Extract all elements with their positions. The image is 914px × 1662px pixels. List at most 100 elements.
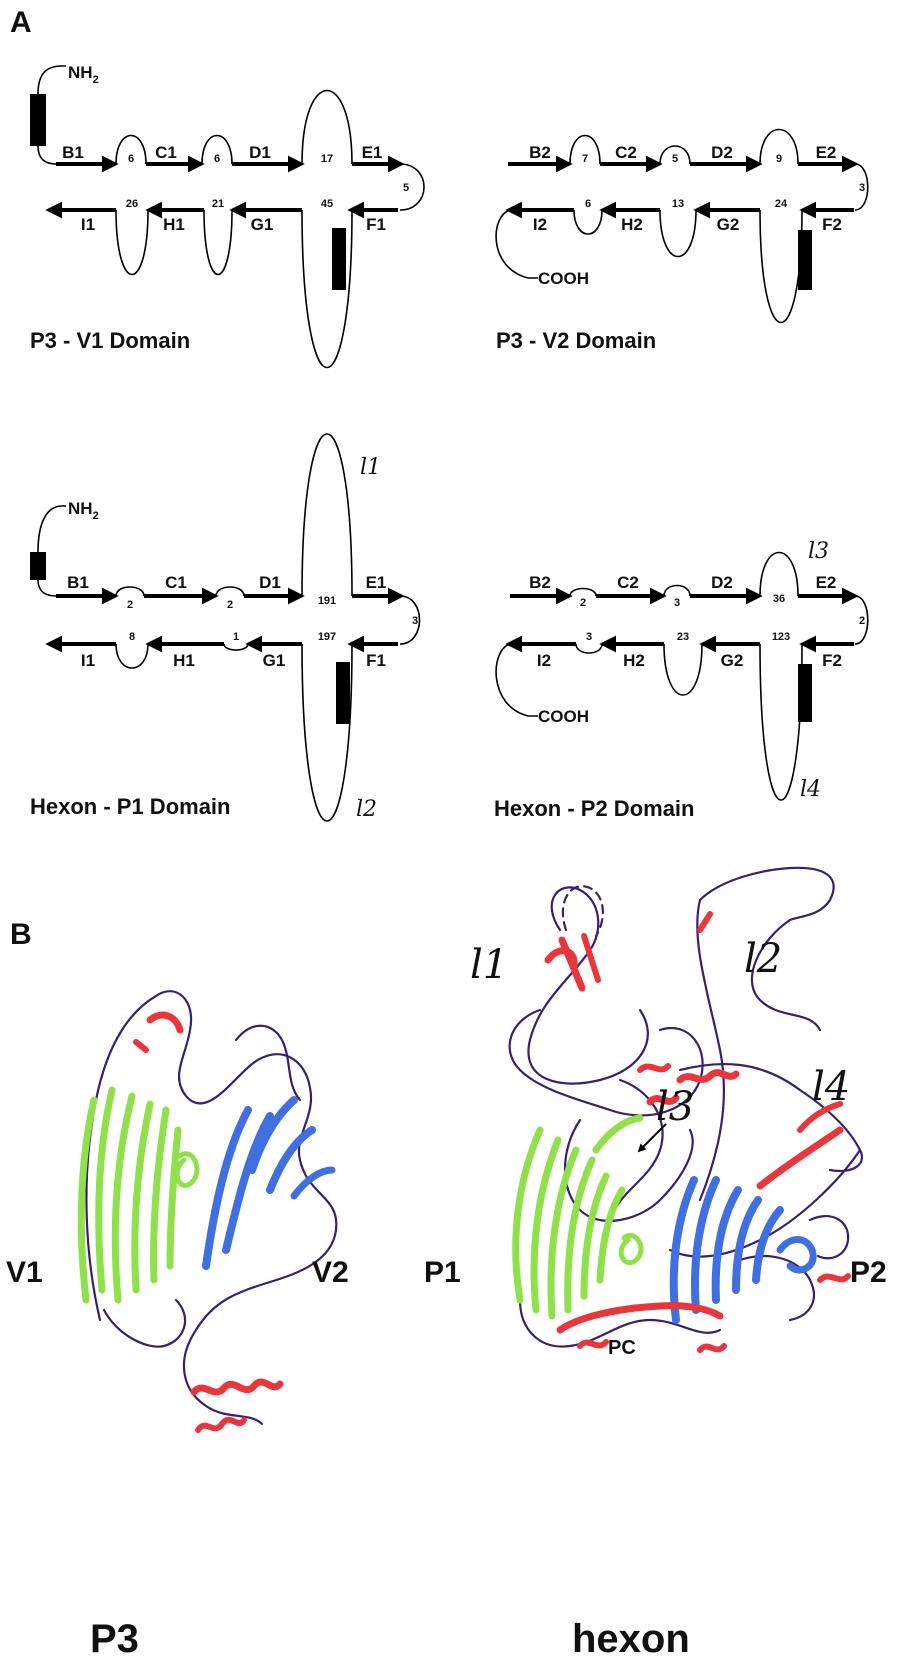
strand-label: G2 <box>721 651 744 670</box>
strand-label: E1 <box>366 573 387 592</box>
strand-label: G2 <box>717 215 740 234</box>
loop-length: 5 <box>672 153 678 165</box>
n-term-tail <box>37 505 66 553</box>
loop-hi <box>573 209 603 235</box>
topology-p3-v1: NH2 B1 C1 D1 E1 I1 H1 G1 F1 6 6 17 5 26 … <box>30 63 425 369</box>
caption-p3: P3 <box>90 1617 139 1661</box>
strand-label: I2 <box>537 651 551 670</box>
strand-label: F1 <box>366 215 386 234</box>
strand-label: F2 <box>822 215 842 234</box>
caption-hexon: hexon <box>572 1617 690 1661</box>
loop-length: 3 <box>586 631 592 643</box>
topology-p3-v2: B2 C2 D2 E2 I2 H2 G2 F2 7 5 9 3 6 13 24 … <box>495 128 869 353</box>
loop-gh <box>663 643 703 696</box>
loop-length: 5 <box>403 182 409 194</box>
strand-label: I1 <box>81 651 95 670</box>
loop-length: 21 <box>212 198 224 210</box>
loop-length: 3 <box>412 615 418 627</box>
v1-sheet <box>77 1086 200 1304</box>
loop-label-l4: l4 <box>800 777 821 802</box>
loop-length: 6 <box>214 153 220 165</box>
strand-label: C2 <box>615 143 637 162</box>
strand-label: E2 <box>816 143 837 162</box>
loop-label-l1: l1 <box>360 455 381 480</box>
strand-label: D1 <box>249 143 271 162</box>
loop-label-l3: l3 <box>808 539 829 564</box>
loop-gh <box>223 643 249 651</box>
strand-label: G1 <box>251 215 274 234</box>
strand-label: B2 <box>529 143 551 162</box>
structure-hexon: l1 l2 l3 l4 P1 P2 PC hexon <box>424 866 887 1661</box>
loop-de <box>301 89 353 165</box>
label-v2: V2 <box>312 1256 349 1289</box>
loop-cd <box>215 586 245 597</box>
loop-length: 24 <box>775 198 788 210</box>
loop-length: 6 <box>128 153 134 165</box>
label-p1: P1 <box>424 1256 461 1289</box>
c-term-tail <box>495 209 538 279</box>
c-term-tail <box>495 643 538 717</box>
loop-bc <box>115 134 147 165</box>
coil <box>508 866 863 1348</box>
loop-length: 197 <box>318 631 336 643</box>
l3-pointer-arrow <box>637 1123 667 1153</box>
n-terminus-label: NH2 <box>68 63 99 86</box>
loop-length: 17 <box>321 153 333 165</box>
helix-block <box>336 662 350 724</box>
strand-label: B1 <box>67 573 89 592</box>
strand-label: D1 <box>259 573 281 592</box>
p1-sheet <box>512 1114 644 1320</box>
loop-length: 3 <box>859 182 865 194</box>
topology-hexon-p2: B2 C2 D2 E2 I2 H2 G2 F2 2 3 36 2 3 23 12… <box>494 539 869 821</box>
connector <box>37 145 57 165</box>
panel-letter-b: B <box>10 918 32 951</box>
topology-hexon-p1: NH2 B1 C1 D1 E1 I1 H1 G1 F1 2 2 191 3 8 … <box>30 433 421 822</box>
loop-length: 45 <box>321 198 333 210</box>
strand-label: C2 <box>617 573 639 592</box>
strand-label: D2 <box>711 573 733 592</box>
loop-de <box>759 128 799 165</box>
loop-length: 2 <box>859 615 865 627</box>
turn-ef <box>854 163 869 211</box>
loop-length: 9 <box>776 153 782 165</box>
label-pc: PC <box>608 1337 636 1359</box>
n-terminus-label: NH2 <box>68 499 99 522</box>
loop-cd <box>659 145 691 165</box>
label-v1: V1 <box>6 1256 43 1289</box>
red-elements <box>544 911 851 1353</box>
strand-label: I1 <box>81 215 95 234</box>
loop-cd <box>201 134 233 165</box>
strand-label: C1 <box>165 573 187 592</box>
loop-label-l4: l4 <box>812 1064 850 1110</box>
strand-label: H1 <box>173 651 195 670</box>
coil <box>85 990 338 1426</box>
helix-block <box>332 228 346 290</box>
loop-l1 <box>301 433 353 597</box>
turn-ef <box>854 595 869 645</box>
loop-gh <box>659 209 697 258</box>
strand-label: D2 <box>711 143 733 162</box>
strand-label: C1 <box>155 143 177 162</box>
strand-label: E1 <box>362 143 383 162</box>
panel-letter-a: A <box>10 6 32 39</box>
strand-label: I2 <box>533 215 547 234</box>
red-helices <box>133 1011 284 1433</box>
strand-label: F2 <box>822 651 842 670</box>
loop-length: 3 <box>674 597 680 609</box>
loop-l3 <box>759 551 799 597</box>
loop-length: 26 <box>126 198 138 210</box>
loop-length: 191 <box>318 595 336 607</box>
loop-length: 36 <box>773 593 785 605</box>
strand-label: G1 <box>263 651 286 670</box>
loop-length: 13 <box>672 198 684 210</box>
c-terminus-label: COOH <box>538 269 589 288</box>
connector <box>37 579 57 597</box>
structure-p3: V1 V2 P3 <box>6 990 349 1661</box>
domain-title: P3 - V1 Domain <box>30 328 190 353</box>
n-term-tail <box>37 65 66 95</box>
label-p2: P2 <box>850 1256 887 1289</box>
turn-ef <box>399 163 425 211</box>
loop-label-l1: l1 <box>470 942 508 988</box>
helix-block <box>30 552 46 580</box>
